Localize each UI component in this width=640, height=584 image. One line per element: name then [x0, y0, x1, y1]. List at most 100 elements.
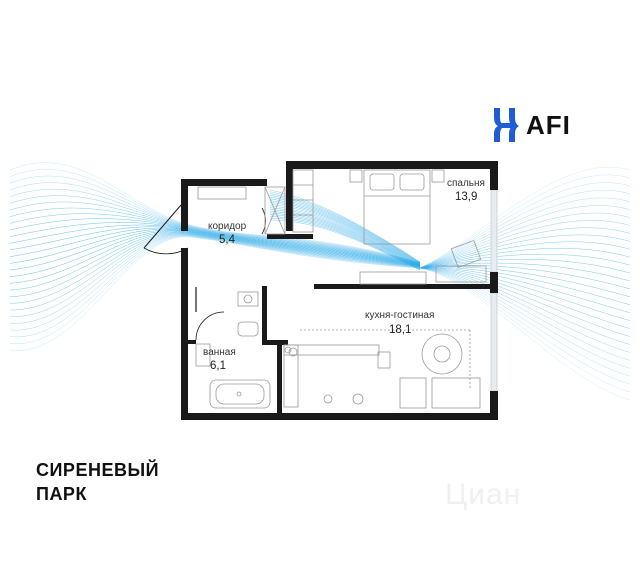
- wall-right-top: [490, 161, 498, 190]
- shoe-shelf: [197, 186, 247, 200]
- wall-bath-right: [277, 345, 282, 413]
- desk-chair: [450, 239, 482, 269]
- wall-bath-stub: [188, 340, 196, 344]
- wave-line-left: [9, 236, 421, 351]
- bathroom-area: 6,1: [210, 360, 226, 372]
- wave-line-left: [9, 175, 421, 263]
- wave-line-left: [9, 218, 421, 265]
- bed: [363, 169, 431, 245]
- wall-bottom: [181, 413, 498, 420]
- toilet: [237, 321, 259, 337]
- wave-line-right: [419, 267, 631, 401]
- wave-line-left: [9, 195, 421, 264]
- corridor-area: 5,4: [219, 234, 236, 246]
- bath-door-arc: [195, 311, 225, 341]
- bedroom-name: спальня: [447, 178, 485, 189]
- wave-line-left: [9, 231, 421, 291]
- sink-icon: [288, 347, 298, 357]
- wave-line-left: [9, 182, 421, 263]
- wave-line-left: [9, 232, 421, 297]
- wall-top-corridor: [181, 179, 267, 186]
- entrance-door-arc: [143, 247, 189, 255]
- wave-line-left: [9, 233, 421, 311]
- wave-line-left: [9, 224, 421, 265]
- wave-line-right: [419, 267, 631, 329]
- walls: [181, 161, 498, 420]
- desk: [435, 265, 487, 283]
- wave-line-left: [9, 188, 421, 264]
- pillow-right-icon: [399, 173, 425, 191]
- wave-line-right: [419, 267, 631, 377]
- wave-line-right: [419, 267, 631, 321]
- window-bedroom: [490, 189, 498, 273]
- bathroom-name: ванная: [203, 347, 236, 358]
- sofa: [431, 377, 481, 409]
- hob-icon: [323, 394, 333, 404]
- airflow-waves: [9, 162, 631, 401]
- wave-line-right: [419, 241, 631, 269]
- watermark: Циан: [445, 478, 522, 511]
- wave-line-left: [9, 169, 421, 263]
- wave-line-right: [419, 205, 631, 269]
- tv-console: [359, 271, 427, 285]
- wall-bedroom-kitchen: [314, 284, 490, 289]
- wave-line-left: [9, 229, 421, 271]
- wall-bath-top-right: [262, 340, 288, 345]
- wave-line-right: [419, 248, 631, 269]
- wave-line-right: [419, 253, 631, 269]
- wall-left-lower: [181, 248, 188, 420]
- wall-corridor-bedroom: [286, 161, 293, 231]
- entrance-door-leaf: [143, 204, 182, 249]
- wave-line-right: [419, 267, 631, 306]
- wave-line-left: [9, 231, 421, 284]
- wave-line-right: [419, 266, 631, 298]
- doors: [143, 204, 266, 341]
- wave-line-right: [419, 212, 631, 269]
- wave-line-right: [419, 267, 631, 337]
- kitchen-living-name: кухня-гостиная: [365, 310, 434, 321]
- corridor-name: коридор: [208, 221, 247, 232]
- wave-line-right: [419, 227, 631, 269]
- bedroom-area: 13,9: [455, 191, 477, 203]
- nightstand-right: [431, 169, 445, 183]
- dining-table: [421, 333, 463, 375]
- wave-line-right: [419, 267, 631, 361]
- wall-right-mid: [490, 272, 498, 293]
- bath-rail-icon: [284, 346, 292, 354]
- wave-line-left: [9, 226, 421, 265]
- nightstand-left: [349, 169, 363, 183]
- wave-line-right: [419, 262, 631, 282]
- kitchen-living-area: 18,1: [389, 324, 411, 336]
- wall-bath-right-upper: [262, 286, 267, 340]
- wave-line-left: [9, 236, 421, 344]
- brand-logo: AFI: [492, 104, 571, 146]
- stool: [377, 351, 391, 369]
- wave-line-left: [9, 230, 421, 277]
- project-name: СИРЕНЕВЫЙ ПАРК: [36, 458, 159, 506]
- wave-line-right: [419, 220, 631, 269]
- wave-line-left: [9, 201, 421, 264]
- wave-line-right: [419, 174, 631, 269]
- wave-line-left: [9, 213, 421, 265]
- washbasin: [237, 291, 259, 307]
- armchair: [399, 377, 427, 409]
- logo-text: AFI: [526, 109, 571, 140]
- room-labels: коридор 5,4 спальня 13,9 кухня-гостиная …: [203, 178, 485, 372]
- wave-line-right: [419, 234, 631, 269]
- furniture: [195, 169, 487, 409]
- project-name-line1: СИРЕНЕВЫЙ: [36, 460, 160, 480]
- wave-line-left: [9, 235, 421, 331]
- afi-w-mark-icon: [494, 108, 519, 142]
- wave-line-right: [419, 267, 631, 393]
- wave-line-left: [9, 227, 421, 266]
- drain-icon: [236, 391, 242, 397]
- window-kitchen: [490, 292, 498, 392]
- wave-line-left: [9, 232, 421, 304]
- wave-line-left: [9, 228, 421, 266]
- kitchen-counter-side: [283, 344, 299, 408]
- pillow-left-icon: [369, 173, 395, 191]
- wave-line-left: [9, 207, 421, 264]
- wall-right-bottom: [490, 391, 498, 420]
